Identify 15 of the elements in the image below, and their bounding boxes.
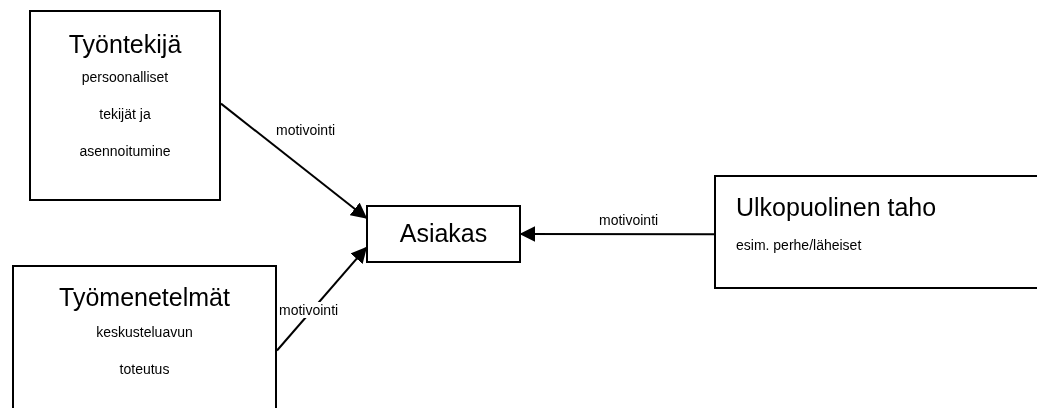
text-box bbox=[12, 265, 277, 408]
box-description: persoonalliset tekijät ja asennoitumine bbox=[78, 68, 172, 161]
text-box bbox=[714, 175, 1037, 289]
box-title: Ulkopuolinen taho bbox=[736, 193, 938, 222]
box-description: esim. perhe/läheiset bbox=[736, 236, 863, 255]
edge-label: motivointi bbox=[278, 302, 340, 318]
edge-label: motivointi bbox=[275, 122, 337, 138]
box-description: keskusteluavun toteutus bbox=[95, 323, 194, 379]
text-box bbox=[366, 205, 521, 263]
text-box bbox=[29, 10, 221, 201]
edge-label: motivointi bbox=[598, 212, 660, 228]
box-title: Työntekijä bbox=[67, 30, 183, 59]
arrow bbox=[220, 102, 368, 219]
box-title: Asiakas bbox=[398, 219, 489, 248]
box-title: Työmenetelmät bbox=[58, 283, 231, 312]
